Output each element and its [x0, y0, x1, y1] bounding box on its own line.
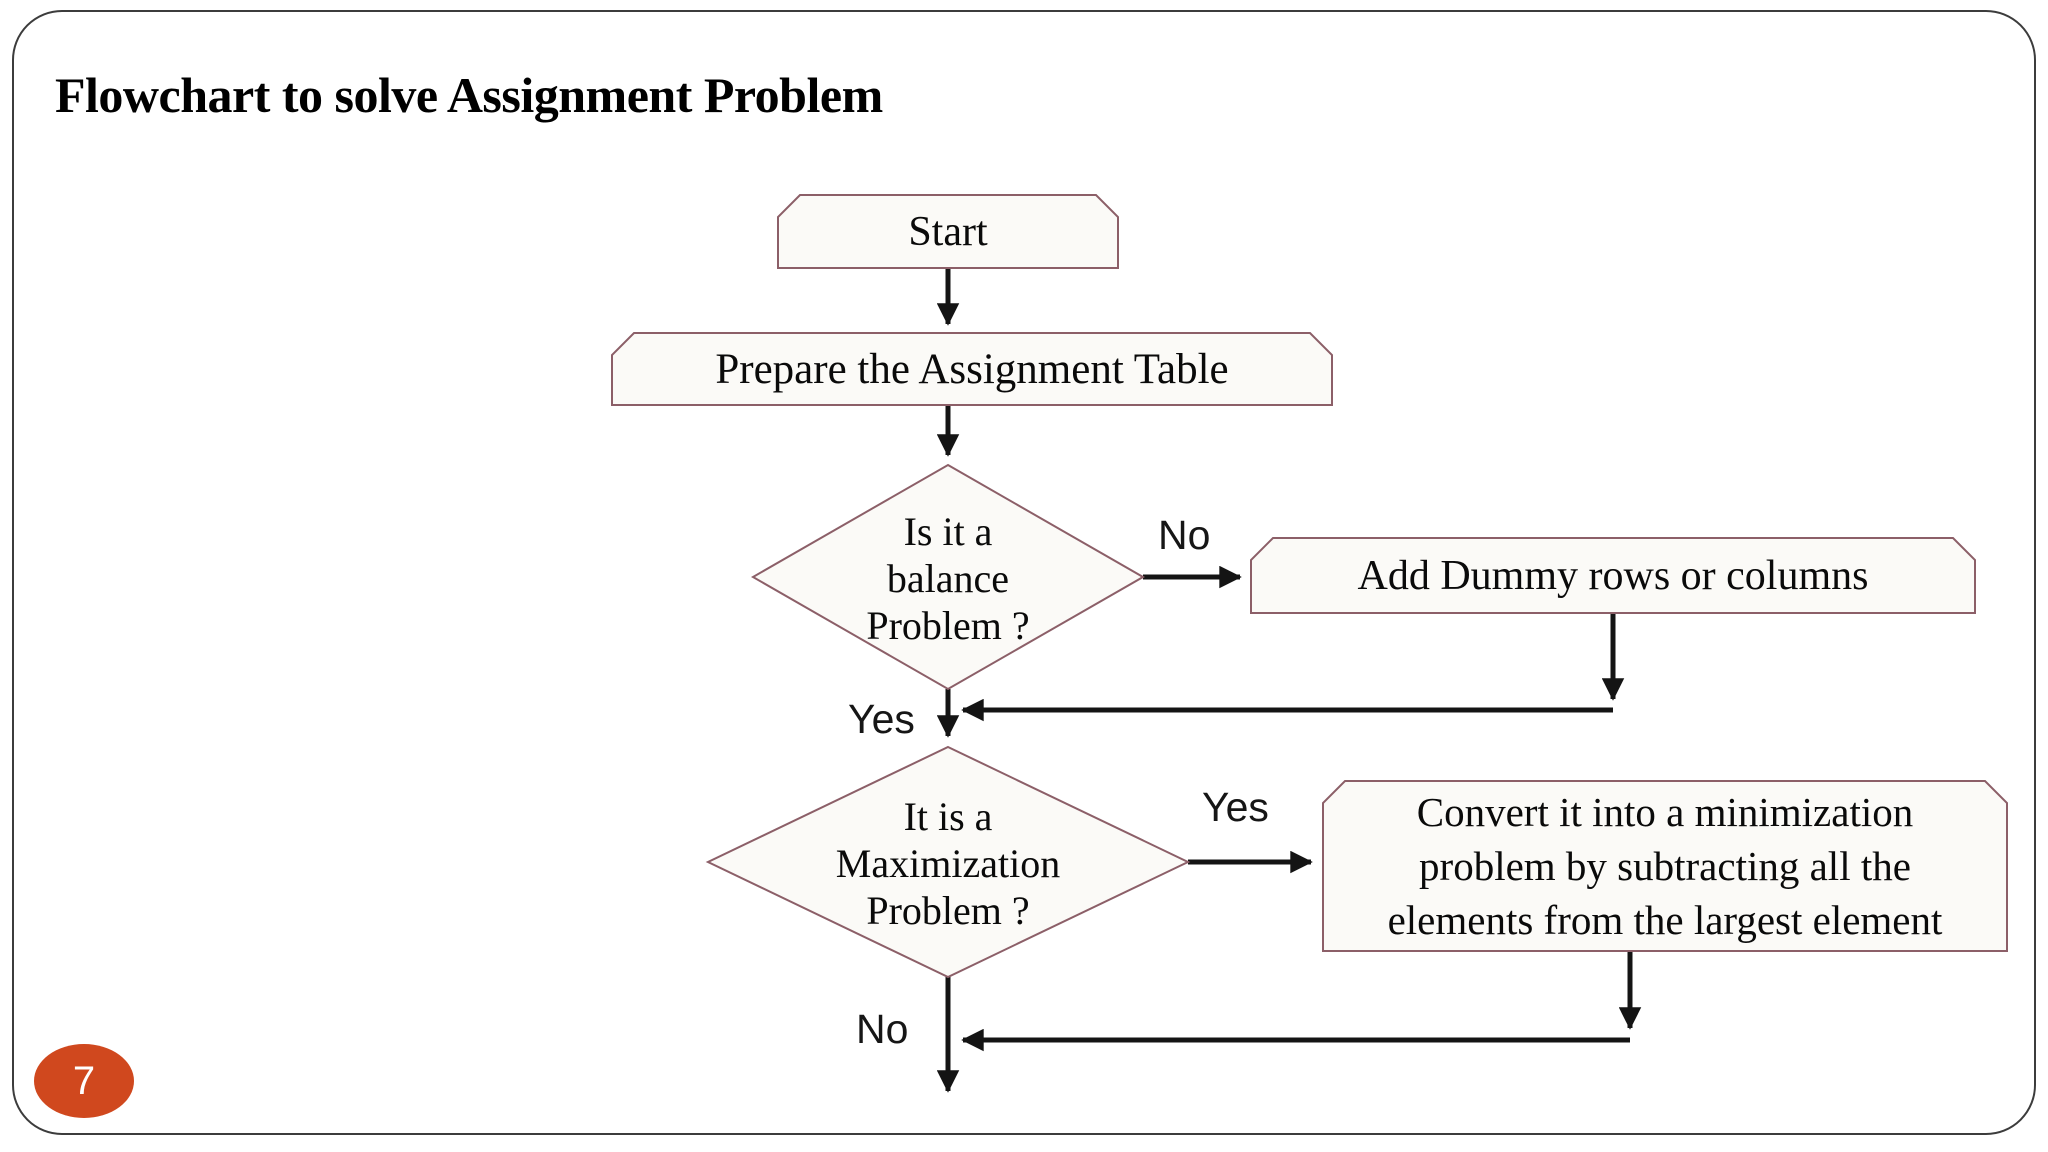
add-dummy-node-shape	[1250, 537, 1976, 614]
balance-decision-line-1: Is it a	[903, 508, 993, 554]
convert-node-line-2: problem by subtracting all the	[1419, 843, 1911, 889]
maximization-decision-label: It is a Maximization Problem ?	[778, 790, 1118, 936]
page-number: 7	[72, 1058, 96, 1103]
convert-node-shape	[1322, 780, 2008, 952]
add-dummy-node-label: Add Dummy rows or columns	[1357, 552, 1869, 599]
prepare-node-shape	[611, 332, 1333, 406]
balance-yes-label: Yes	[848, 696, 915, 742]
balance-decision-shape	[750, 463, 1146, 691]
maximization-no-label: No	[856, 1006, 909, 1052]
convert-node-label: Convert it into a minimization problem b…	[1323, 781, 2007, 951]
maximization-decision-line-3: Problem ?	[866, 887, 1030, 933]
balance-decision-line-3: Problem ?	[866, 602, 1030, 648]
maximization-decision-line-2: Maximization	[835, 840, 1061, 886]
page-number-badge: 7	[34, 1044, 134, 1118]
balance-decision-line-2: balance	[886, 555, 1010, 601]
convert-node-line-3: elements from the largest element	[1387, 897, 1943, 943]
prepare-node-label: Prepare the Assignment Table	[715, 345, 1229, 393]
maximization-decision-line-1: It is a	[903, 793, 993, 839]
convert-node-line-1: Convert it into a minimization	[1416, 789, 1914, 835]
page-title: Flowchart to solve Assignment Problem	[55, 67, 883, 123]
start-node-shape	[777, 194, 1119, 269]
balance-no-label: No	[1158, 512, 1211, 558]
maximization-decision-shape	[705, 745, 1191, 979]
maximization-yes-label: Yes	[1202, 784, 1269, 830]
start-node-label: Start	[908, 208, 988, 255]
balance-decision-label: Is it a balance Problem ?	[798, 504, 1098, 652]
